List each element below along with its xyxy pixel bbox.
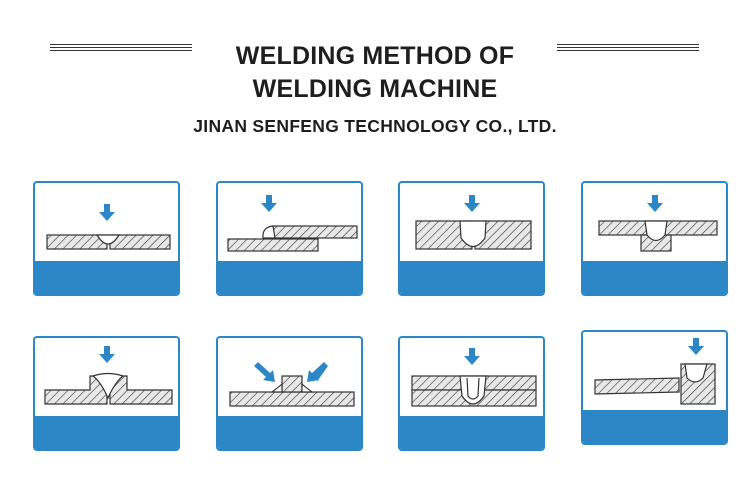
arrow-down-icon	[647, 195, 663, 212]
arrow-down-icon	[99, 346, 115, 363]
butt-weld-diagram	[46, 204, 171, 250]
plate-bottom	[227, 238, 319, 252]
arrow-diagonal-icon	[254, 362, 275, 382]
plate-upright	[281, 375, 303, 393]
plate-right	[109, 234, 171, 250]
plate-right-flanged	[109, 375, 173, 405]
arrow-diagonal-icon	[307, 362, 328, 383]
card-band	[400, 416, 543, 449]
t-joint-top-weld-diagram	[598, 195, 718, 252]
fillet-weld-two-sides-diagram	[229, 362, 355, 407]
card-band	[583, 410, 726, 443]
lap-weld-diagram	[227, 195, 358, 252]
arrow-down-icon	[464, 195, 480, 212]
diagram-card-lap-weld	[216, 181, 363, 296]
arrow-down-icon	[261, 195, 277, 212]
weld-bead-left	[270, 382, 283, 393]
card-band	[35, 261, 178, 294]
title-decoration-left	[50, 44, 192, 52]
diagram-card-flange-weld	[33, 336, 180, 451]
arrow-down-icon	[464, 348, 480, 365]
title-line-1: WELDING METHOD OF	[235, 42, 515, 70]
card-band	[583, 261, 726, 294]
card-band	[218, 261, 361, 294]
weld-bead	[262, 225, 276, 239]
card-band	[400, 261, 543, 294]
weld-bead	[459, 375, 487, 405]
diagram-card-t-joint-top-weld	[581, 181, 728, 296]
weld-bead	[644, 220, 668, 242]
plate-horizontal	[594, 377, 680, 395]
penetration-weld-diagram	[411, 348, 537, 407]
arrow-down-icon	[688, 338, 704, 355]
diagram-card-corner-weld	[581, 330, 728, 445]
weld-bead	[95, 234, 121, 245]
weld-bead-right	[301, 382, 314, 393]
flange-weld-diagram	[44, 346, 173, 405]
diagram-card-deep-butt-weld	[398, 181, 545, 296]
weld-core	[466, 377, 480, 400]
arrow-down-icon	[99, 204, 115, 221]
weld-bead	[91, 372, 125, 400]
corner-weld-diagram	[594, 338, 716, 405]
company-name: JINAN SENFENG TECHNOLOGY CO., LTD.	[193, 116, 557, 136]
card-band	[35, 416, 178, 449]
page-title: WELDING METHOD OF WELDING MACHINE	[170, 40, 580, 106]
title-decoration-right	[557, 44, 699, 52]
weld-bead	[459, 220, 487, 248]
diagram-card-fillet-weld-two-sides	[216, 336, 363, 451]
plate-top	[272, 225, 358, 239]
diagram-card-penetration-weld	[398, 336, 545, 451]
card-band	[218, 416, 361, 449]
plate-base	[229, 391, 355, 407]
deep-butt-weld-diagram	[415, 195, 532, 250]
diagram-card-butt-weld	[33, 181, 180, 296]
title-line-2: WELDING MACHINE	[252, 75, 498, 103]
weld-bead	[684, 363, 708, 383]
